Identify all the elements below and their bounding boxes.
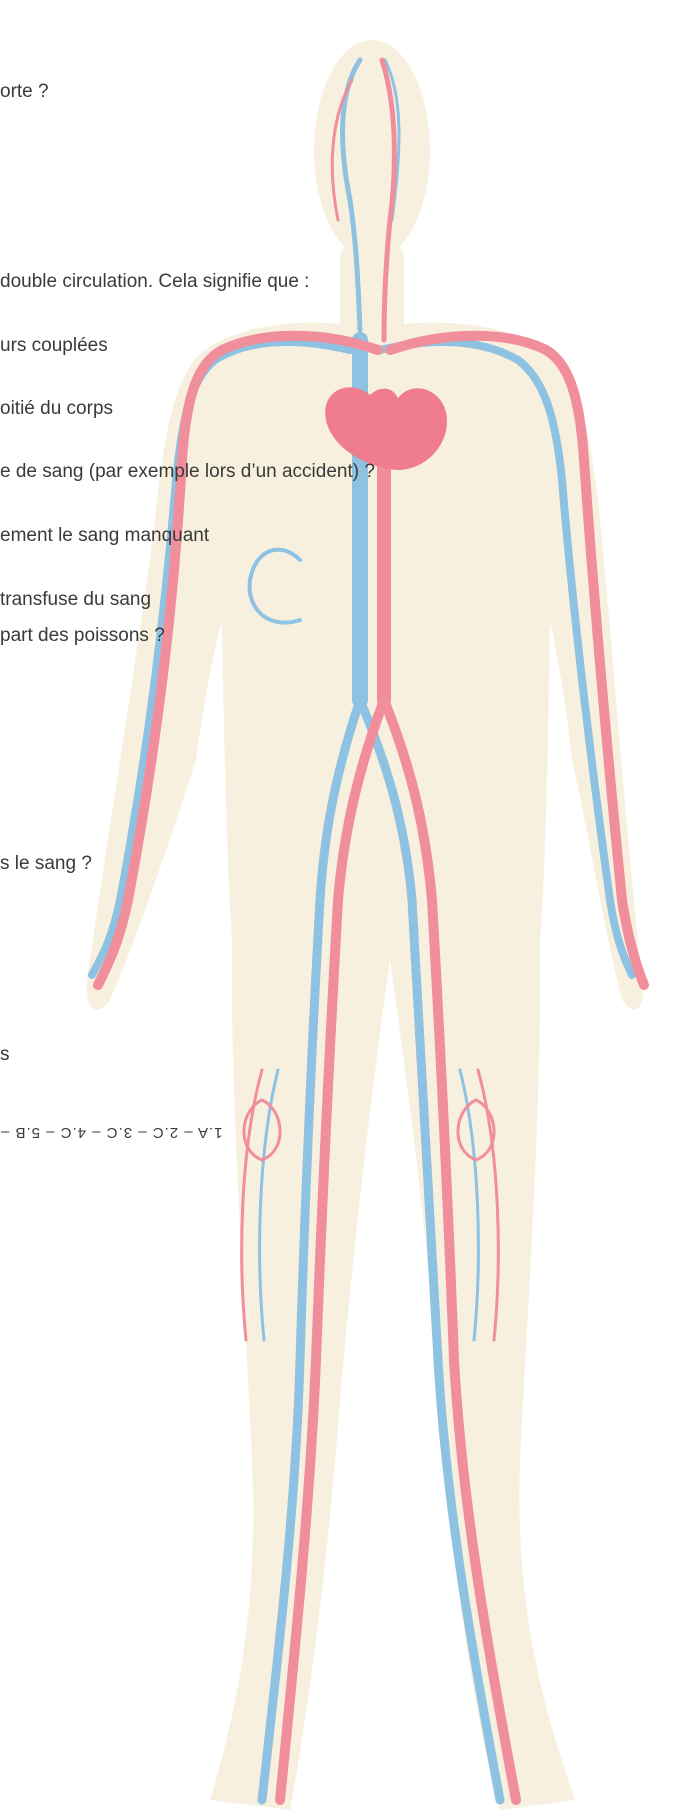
question-6-option-fragment: s [0,1043,10,1067]
answer-key-inverted: 1.A – 2.C – 3.C – 4.C – 5.B – [0,1123,262,1141]
question-2-option-b: oitié du corps [0,397,113,421]
question-4-fragment: part des poissons ? [0,624,165,648]
question-3-option-b: transfuse du sang [0,588,151,612]
question-3-option-a: ement le sang manquant [0,524,209,548]
question-1-fragment: orte ? [0,80,49,104]
question-5-fragment: s le sang ? [0,852,92,876]
body-silhouette [87,40,644,1810]
question-2-option-a: urs couplées [0,334,108,358]
question-2-intro: double circulation. Cela signifie que : [0,270,309,294]
question-3-fragment: e de sang (par exemple lors d’un acciden… [0,460,375,484]
